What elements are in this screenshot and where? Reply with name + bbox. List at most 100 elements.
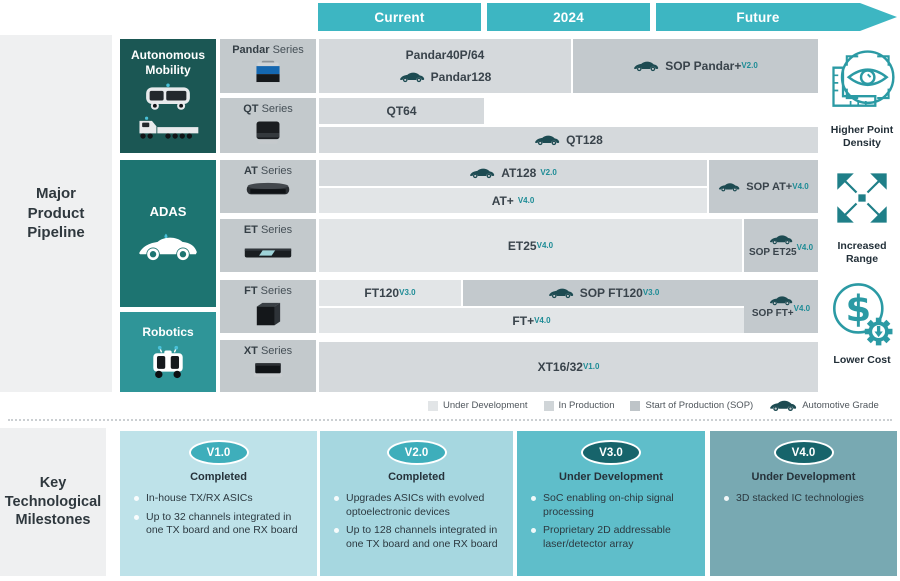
- qt-lidar-image: [256, 121, 280, 144]
- v3-bullet-2: Proprietary 2D addressable laser/detecto…: [531, 524, 693, 551]
- legend-in-production-label: In Production: [558, 400, 615, 411]
- series-xt: XT Series: [220, 340, 316, 392]
- v3-badge: V3.0: [581, 440, 641, 465]
- series-xt-label: XT Series: [243, 345, 293, 357]
- pipeline-title-panel: Major Product Pipeline: [0, 35, 112, 392]
- increased-range-arrows-icon: [837, 173, 887, 223]
- v2-bullet-2: Up to 128 channels integrated in one TX …: [334, 524, 501, 551]
- legend-under-development: Under Development: [428, 400, 528, 411]
- xt-lidar-image: [253, 363, 283, 377]
- v1-bullets: In-house TX/RX ASICs Up to 32 channels i…: [132, 492, 305, 538]
- v4-status: Under Development: [751, 471, 856, 483]
- adas-car-icon: [139, 233, 197, 260]
- robotaxi-icon: [146, 83, 190, 110]
- milestone-card-v4: V4.0 Under Development 3D stacked IC tec…: [710, 431, 897, 576]
- legend-in-production: In Production: [543, 400, 615, 411]
- benefit-increased-range-label: Increased Range: [837, 240, 887, 265]
- bar-sop-pandar-plus: SOP Pandar+V2.0: [573, 39, 818, 93]
- in-production-swatch: [543, 400, 554, 411]
- bar-sop-ft-plus-label: SOP FT+V4.0: [751, 303, 811, 319]
- v1-bullet-1: In-house TX/RX ASICs: [134, 492, 305, 506]
- legend-sop-label: Start of Production (SOP): [645, 400, 754, 411]
- milestones-title-panel: Key Technological Milestones: [0, 428, 106, 576]
- v2-bullets: Upgrades ASICs with evolved optoelectron…: [332, 492, 501, 552]
- dotted-divider: [8, 419, 892, 421]
- at-lidar-image: [246, 182, 290, 195]
- bar-pandar40p64-label: Pandar40P/64: [405, 47, 485, 62]
- et-lidar-image: [244, 248, 292, 258]
- milestone-card-v3: V3.0 Under Development SoC enabling on-c…: [517, 431, 705, 576]
- automotive-grade-car-icon: [535, 135, 560, 146]
- bar-pandar128-label: Pandar128: [399, 70, 491, 84]
- series-ft-label: FT Series: [244, 285, 292, 297]
- automotive-grade-car-icon: [719, 182, 740, 191]
- ft-lidar-image: [256, 302, 281, 326]
- bar-sop-et25-label: SOP ET25V4.0: [748, 242, 814, 258]
- category-autonomous-mobility: Autonomous Mobility: [120, 39, 216, 153]
- timeline-2024: 2024: [487, 3, 650, 31]
- v1-badge: V1.0: [188, 440, 249, 465]
- v4-bullet-1: 3D stacked IC technologies: [724, 492, 885, 506]
- legend-under-development-label: Under Development: [443, 400, 528, 411]
- benefit-higher-point-density-label: Higher Point Density: [830, 124, 894, 149]
- bar-at-plus: AT+V4.0: [319, 188, 707, 213]
- timeline-2024-label: 2024: [553, 9, 584, 25]
- v1-status: Completed: [190, 471, 247, 483]
- series-qt: QT Series: [220, 98, 316, 153]
- series-et: ET Series: [220, 219, 316, 272]
- automotive-grade-car-icon: [470, 168, 495, 179]
- v1-bullet-2: Up to 32 channels integrated in one TX b…: [134, 511, 305, 538]
- under-development-swatch: [428, 400, 438, 411]
- point-density-eye-icon: [832, 50, 895, 107]
- benefit-lower-cost: $ Lower Cost: [820, 278, 900, 367]
- v3-bullets: SoC enabling on-chip signal processing P…: [529, 492, 693, 552]
- milestones-title: Key Technological Milestones: [4, 474, 102, 529]
- category-robotics-label: Robotics: [142, 325, 194, 339]
- series-et-label: ET Series: [243, 224, 293, 236]
- timeline-current-label: Current: [374, 9, 425, 25]
- benefit-lower-cost-label: Lower Cost: [833, 354, 891, 366]
- category-adas: ADAS: [120, 160, 216, 307]
- bar-qt128: QT128: [319, 127, 818, 153]
- automotive-grade-car-icon: [769, 295, 793, 305]
- legend-automotive-grade: Automotive Grade: [769, 399, 879, 412]
- robot-icon: [153, 345, 183, 379]
- pipeline-title: Major Product Pipeline: [27, 185, 85, 242]
- legend-sop: Start of Production (SOP): [630, 400, 753, 411]
- v4-badge: V4.0: [773, 440, 834, 465]
- v3-bullet-1: SoC enabling on-chip signal processing: [531, 492, 693, 519]
- series-at: AT Series: [220, 160, 316, 213]
- automotive-grade-car-icon: [399, 72, 424, 83]
- v4-bullets: 3D stacked IC technologies: [722, 492, 885, 506]
- milestone-card-v2: V2.0 Completed Upgrades ASICs with evolv…: [320, 431, 513, 576]
- automotive-grade-car-icon: [548, 288, 573, 299]
- benefit-increased-range: Increased Range: [820, 166, 900, 265]
- series-ft: FT Series: [220, 280, 316, 333]
- category-autonomous-mobility-label: Autonomous Mobility: [131, 48, 205, 77]
- series-pandar: Pandar Series: [220, 39, 316, 93]
- timeline-arrow-icon: [860, 3, 897, 31]
- automotive-grade-car-icon: [770, 400, 797, 412]
- bar-sop-ft-plus: SOP FT+V4.0: [744, 280, 818, 333]
- timeline-future: Future: [656, 3, 860, 31]
- automotive-grade-car-icon: [769, 234, 793, 244]
- bar-sop-et25: SOP ET25V4.0: [744, 219, 818, 272]
- series-at-label: AT Series: [243, 165, 293, 177]
- benefit-higher-point-density: Higher Point Density: [820, 42, 900, 149]
- category-robotics: Robotics: [120, 312, 216, 392]
- bar-pandar40p-64-pandar128: Pandar40P/64 Pandar128: [319, 39, 571, 93]
- sop-swatch: [630, 400, 641, 411]
- truck-icon: [139, 116, 199, 139]
- v2-bullet-1: Upgrades ASICs with evolved optoelectron…: [334, 492, 501, 519]
- series-qt-label: QT Series: [243, 103, 293, 115]
- v2-status: Completed: [388, 471, 445, 483]
- timeline-future-label: Future: [736, 9, 780, 25]
- v3-status: Under Development: [559, 471, 663, 483]
- bar-ft-plus: FT+V4.0: [319, 308, 744, 333]
